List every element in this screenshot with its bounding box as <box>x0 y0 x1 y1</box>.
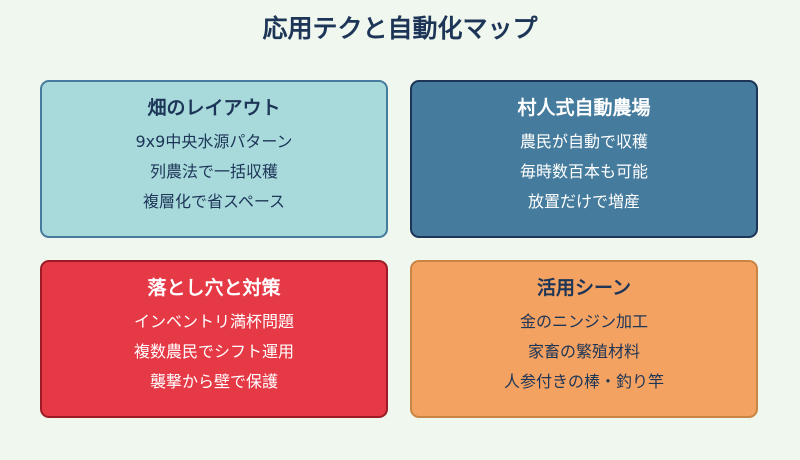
card-item-list: 金のニンジン加工 家畜の繁殖材料 人参付きの棒・釣り竿 <box>412 307 756 397</box>
card-item: 襲撃から壁で保護 <box>149 372 278 391</box>
card-item: 人参付きの棒・釣り竿 <box>503 372 664 391</box>
card-item: 農民が自動で収穫 <box>519 132 648 151</box>
card-item: 9x9中央水源パターン <box>135 132 293 151</box>
card-title: 村人式自動農場 <box>517 97 651 119</box>
card-item-list: 9x9中央水源パターン 列農法で一括収穫 複層化で省スペース <box>42 127 386 217</box>
card-item: 金のニンジン加工 <box>519 312 648 331</box>
card-title: 活用シーン <box>536 277 632 299</box>
card-use-cases: 活用シーン 金のニンジン加工 家畜の繁殖材料 人参付きの棒・釣り竿 <box>410 260 758 418</box>
card-item: 毎時数百本も可能 <box>519 162 648 181</box>
card-villager-auto-farm: 村人式自動農場 農民が自動で収穫 毎時数百本も可能 放置だけで増産 <box>410 80 758 238</box>
card-item-list: 農民が自動で収穫 毎時数百本も可能 放置だけで増産 <box>412 127 756 217</box>
card-item: 放置だけで増産 <box>527 192 640 211</box>
card-item: 複層化で省スペース <box>142 192 286 211</box>
card-item: 家畜の繁殖材料 <box>527 342 640 361</box>
card-field-layout: 畑のレイアウト 9x9中央水源パターン 列農法で一括収穫 複層化で省スペース <box>40 80 388 238</box>
card-item: 列農法で一括収穫 <box>149 162 278 181</box>
page-title: 応用テクと自動化マップ <box>262 14 538 43</box>
card-item: インベントリ満杯問題 <box>133 312 294 331</box>
card-pitfalls: 落とし穴と対策 インベントリ満杯問題 複数農民でシフト運用 襲撃から壁で保護 <box>40 260 388 418</box>
card-item: 複数農民でシフト運用 <box>133 342 294 361</box>
card-title: 落とし穴と対策 <box>147 277 281 299</box>
card-item-list: インベントリ満杯問題 複数農民でシフト運用 襲撃から壁で保護 <box>42 307 386 397</box>
card-title: 畑のレイアウト <box>147 97 281 119</box>
